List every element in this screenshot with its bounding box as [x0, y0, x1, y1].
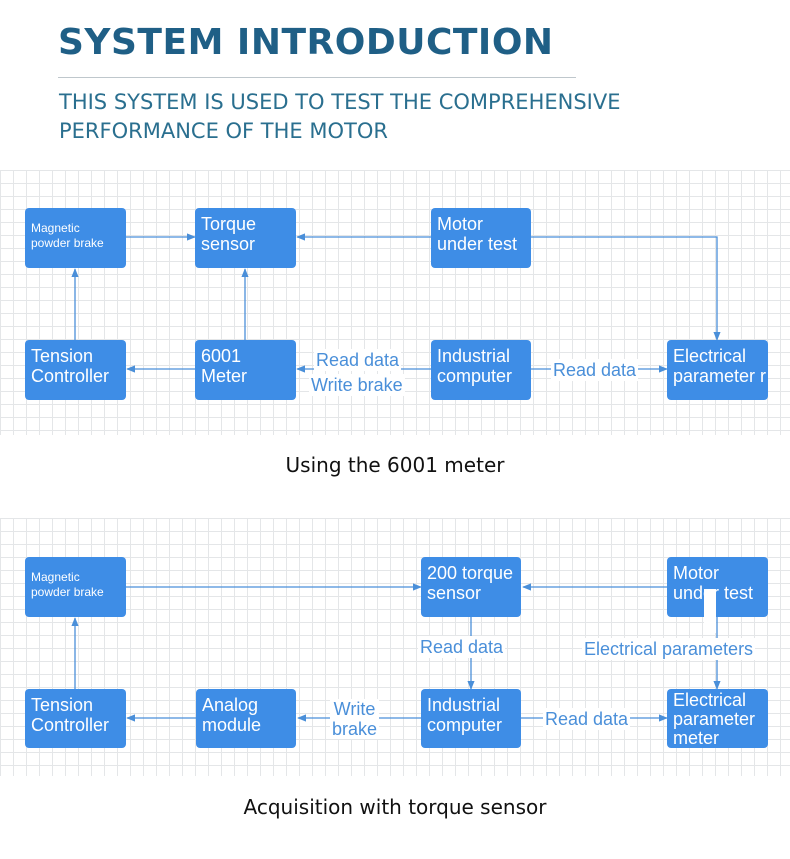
title-divider [58, 77, 576, 78]
label-read-data-left: Read data [314, 349, 402, 371]
box-200-torque-sensor: 200 torque sensor [421, 557, 521, 617]
box-magnetic-powder-brake: Magnetic powder brake [25, 557, 126, 617]
page-title: SYSTEM INTRODUCTION [58, 22, 554, 63]
box-tension-controller: Tension Controller [25, 689, 126, 748]
page-subtitle: THIS SYSTEM IS USED TO TEST THE COMPREHE… [59, 90, 621, 143]
diagram-torque-sensor: Magnetic powder brake 200 torque sensor … [0, 518, 790, 776]
arrow-motor-to-elec [531, 236, 721, 341]
box-motor-under-test: Motor under test [667, 557, 768, 617]
box-industrial-computer: Industrial computer [421, 689, 521, 748]
label-write-brake: Write brake [309, 374, 405, 396]
box-industrial-computer: Industrial computer [431, 340, 531, 400]
box-analog-module: Analog module [196, 689, 296, 748]
box-torque-sensor: Torque sensor [195, 208, 296, 268]
image-artifact-bar [704, 589, 716, 633]
diagram-6001-meter: Magnetic powder brake Torque sensor Moto… [0, 170, 790, 435]
label-write-brake: Write brake [330, 699, 380, 739]
box-motor-under-test: Motor under test [431, 208, 531, 268]
box-tension-controller: Tension Controller [25, 340, 126, 400]
label-electrical-parameters: Electrical parameters [582, 638, 756, 660]
box-electrical-parameter-meter: Electrical parameter meter [667, 689, 768, 748]
label-read-data-right: Read data [551, 359, 639, 381]
label-read-data-horizontal: Read data [543, 708, 631, 730]
box-magnetic-powder-brake: Magnetic powder brake [25, 208, 126, 268]
caption-diagram-1: Using the 6001 meter [285, 453, 505, 477]
label-read-data-vertical: Read data [418, 636, 506, 658]
box-electrical-parameter: Electrical parameter r [667, 340, 768, 400]
caption-diagram-2: Acquisition with torque sensor [243, 795, 547, 819]
box-6001-meter: 6001 Meter [195, 340, 296, 400]
connector-lines [71, 583, 721, 722]
